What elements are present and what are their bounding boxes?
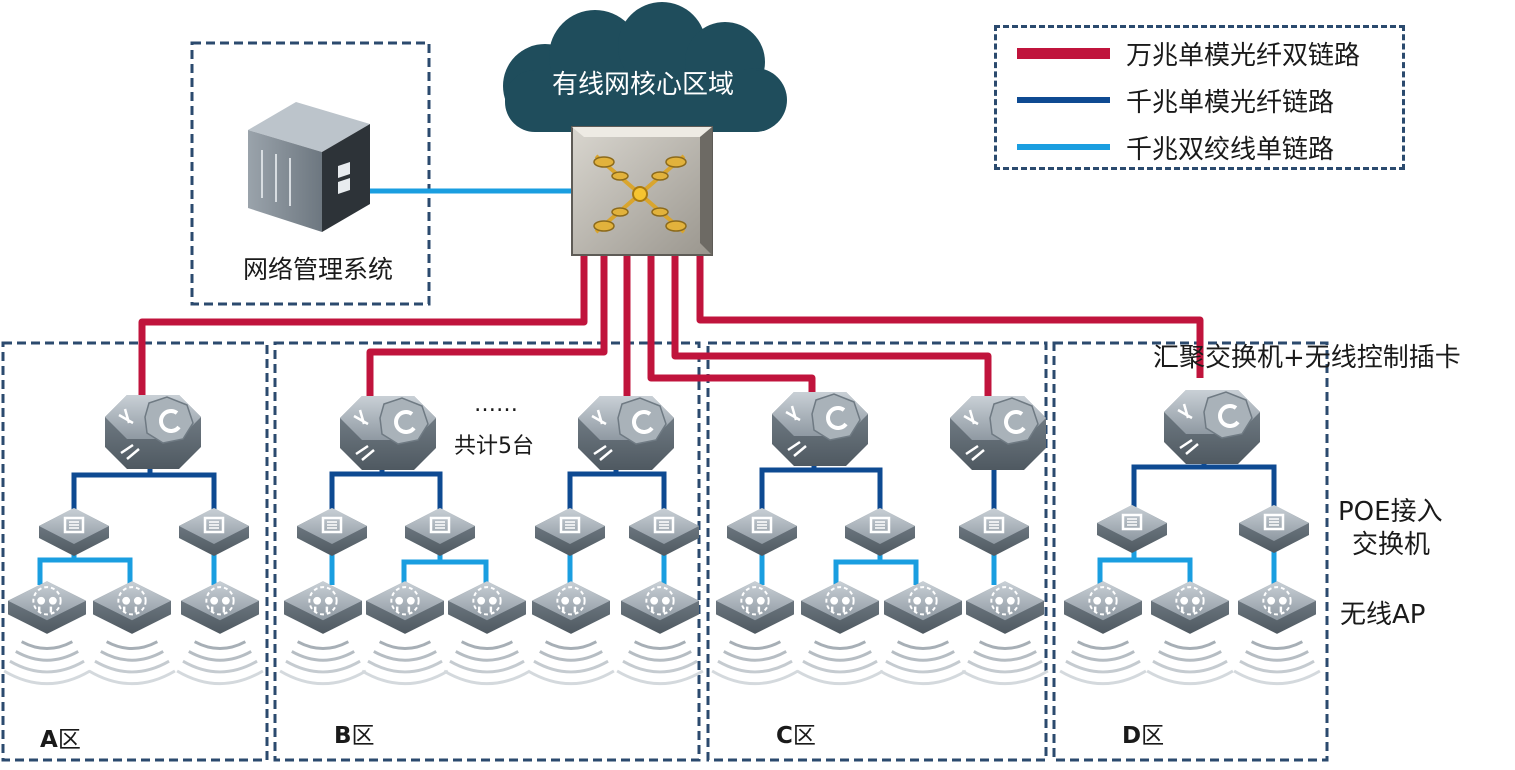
link-core-c2 [671,255,992,400]
poe-label-line1: POE接入 [1338,497,1443,527]
gig-fiber-links [71,460,1277,512]
core-switch [571,126,713,256]
poe-switch [1095,503,1169,555]
wireless-ap [360,579,450,686]
aggregation-switch [948,394,1048,472]
aggregation-switch [103,393,203,471]
wireless-ap [1058,579,1148,686]
link-core-b1 [366,255,608,398]
aggregation-switch [1162,388,1262,466]
poe-switch [957,506,1031,558]
legend-swatch [1017,144,1110,150]
poe-switch [627,506,701,558]
wireless-ap [960,579,1050,686]
wireless-ap [878,579,968,686]
poe-switch [177,506,251,558]
poe-switch [403,506,477,558]
link-core-c1 [647,255,816,398]
legend-text: 万兆单模光纤双链路 [1126,40,1361,71]
zone-a-border [1,341,269,762]
ap-label: 无线AP [1340,600,1426,630]
core-cloud [503,2,787,132]
aggregation-switch [770,390,870,468]
aggregation-switch [576,394,676,472]
zone-letter: A [40,727,58,753]
legend-swatch [1017,47,1110,59]
wireless-ap [710,579,800,686]
zone-suffix: 区 [1141,723,1165,749]
aggregation-label: 汇聚交换机+无线控制插卡 [1153,343,1461,373]
zone-d-label: D区 [1122,716,1164,750]
wireless-ap [87,579,177,686]
zone-b-border [273,341,701,762]
legend-text: 千兆单模光纤链路 [1126,87,1335,118]
nms-zone-border [190,41,431,306]
link-core-d [696,255,1204,378]
zone-b-label: B区 [334,716,375,750]
tengig-links [138,255,1204,400]
total-count-label: 共计5台 [454,434,534,459]
zone-c-border [706,341,1048,762]
zone-suffix: 区 [351,723,375,749]
wireless-ap [1232,579,1322,686]
wireless-ap [2,579,92,686]
poe-switch [725,506,799,558]
nms-label: 网络管理系统 [243,255,394,284]
legend-item-gig-copper: 千兆双绞线单链路 [1017,127,1334,167]
wireless-ap [615,579,705,686]
zone-letter: B [334,723,352,749]
core-area-label: 有线网核心区域 [552,70,735,100]
aggregation-switch [338,394,438,472]
gig-copper-links [37,188,1277,585]
wireless-ap [795,579,885,686]
zone-c-label: C区 [776,716,816,750]
zone-a-label: A区 [40,720,81,754]
poe-switch [1237,503,1311,555]
zone-suffix: 区 [57,727,81,753]
wireless-ap [278,579,368,686]
zone-letter: C [776,723,793,749]
zone-letter: D [1122,723,1142,749]
ellipsis-label: …… [474,392,518,417]
poe-switch [843,506,917,558]
poe-switch [37,506,111,558]
legend-item-gig-fiber: 千兆单模光纤链路 [1017,80,1334,120]
poe-switch [533,506,607,558]
link-core-a [138,255,588,395]
poe-switch [295,506,369,558]
wireless-ap [442,579,532,686]
wireless-ap [1145,579,1235,686]
zone-d-border [1052,341,1329,762]
wireless-ap [526,579,616,686]
legend: 万兆单模光纤双链路 千兆单模光纤链路 千兆双绞线单链路 [994,25,1405,170]
legend-item-tengig-fiber: 万兆单模光纤双链路 [1017,33,1360,73]
legend-swatch [1017,97,1110,103]
poe-label-line2: 交换机 [1352,530,1431,560]
nms-server [248,102,370,232]
legend-text: 千兆双绞线单链路 [1126,134,1335,165]
wireless-ap [175,579,265,686]
zone-suffix: 区 [792,723,816,749]
